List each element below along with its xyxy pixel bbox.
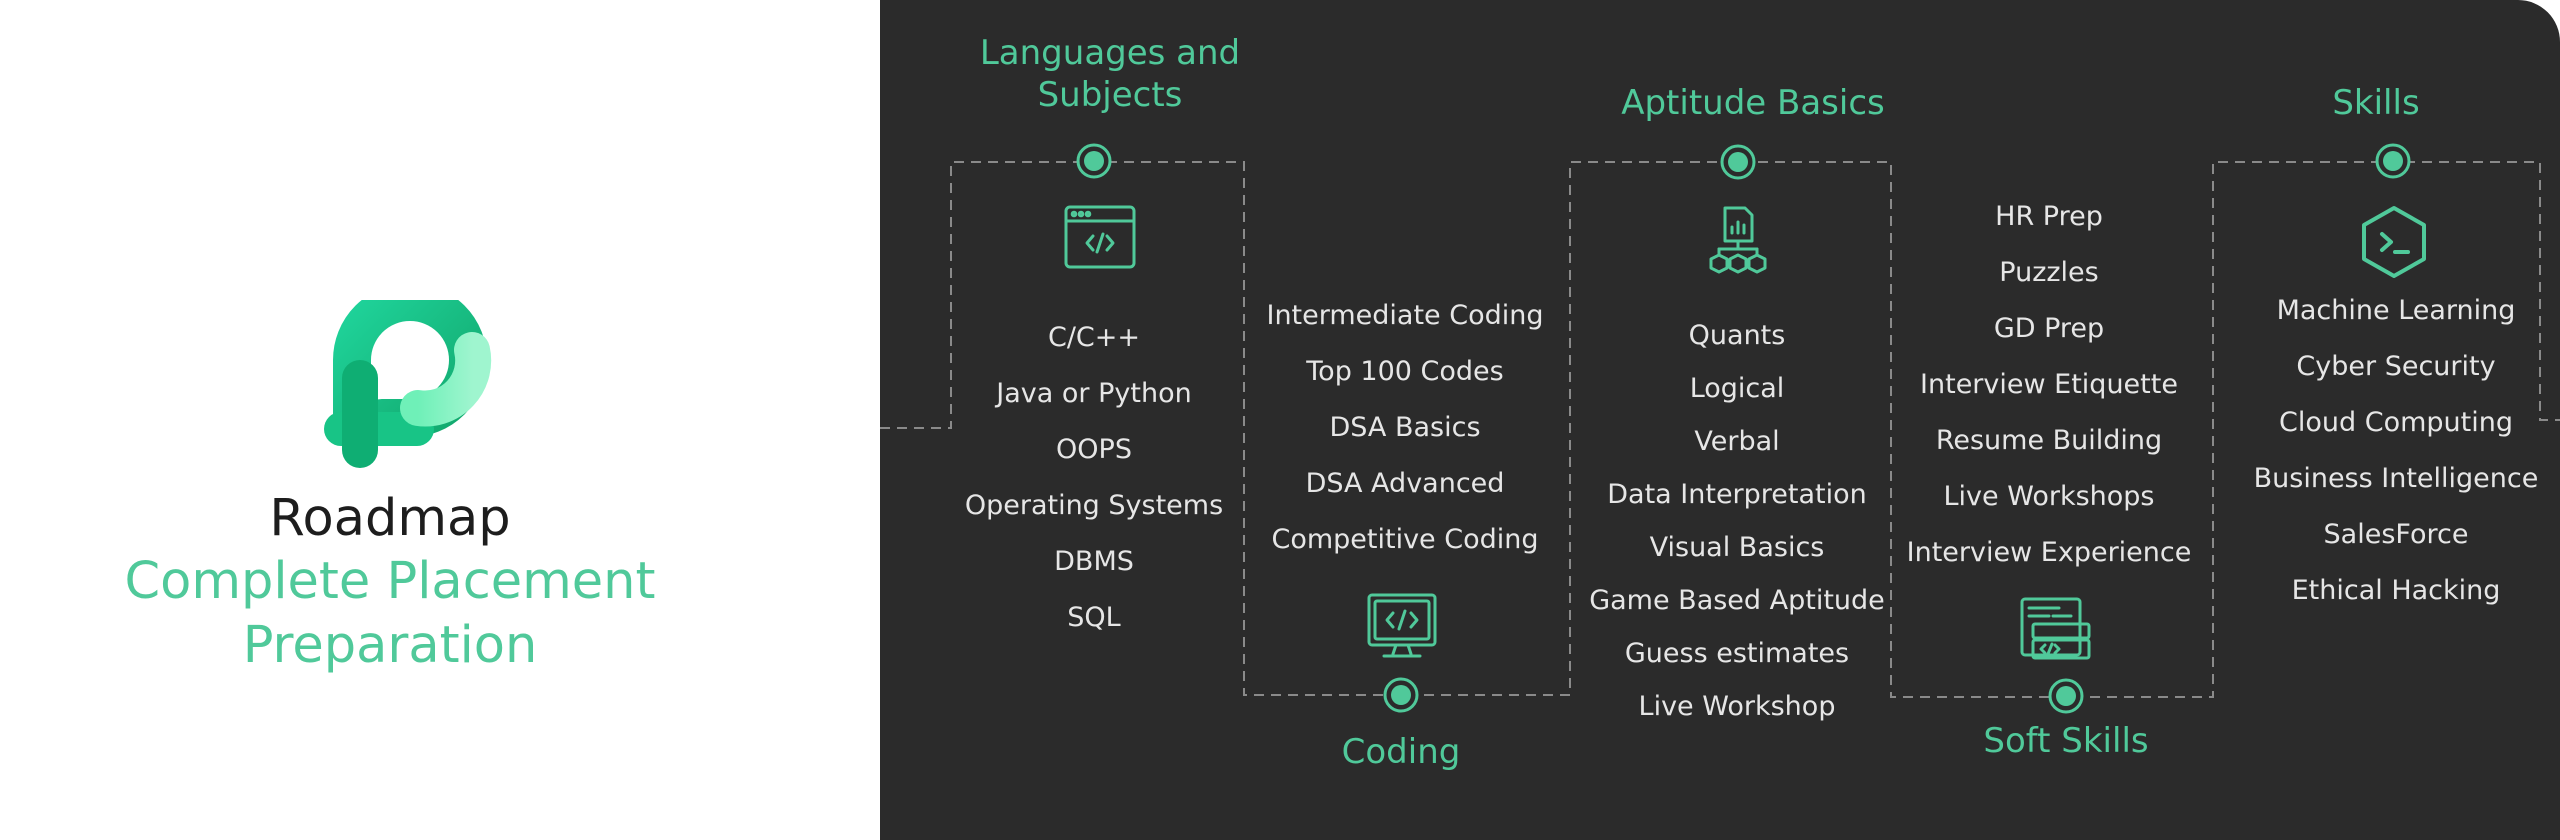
list-item: DBMS [1054,546,1134,577]
list-item: Java or Python [996,378,1192,409]
list-item: Cyber Security [2296,351,2496,382]
heading-soft-skills: Soft Skills [1983,721,2149,761]
list-item: Top 100 Codes [1306,356,1504,387]
list-item: Intermediate Coding [1266,300,1544,331]
list-item: Machine Learning [2276,295,2516,326]
list-item: Cloud Computing [2279,407,2513,438]
list-item: Interview Experience [1906,537,2192,568]
list-item: C/C++ [1047,322,1141,353]
list-item: Logical [1689,373,1785,404]
list-item: Puzzles [1999,257,2099,288]
list-item: DSA Basics [1329,412,1481,443]
brand-subtitle-line1: Complete Placement [124,552,656,611]
list-item: Guess estimates [1624,638,1850,669]
heading-languages-line1: Languages and [979,33,1241,73]
list-item: SQL [1067,602,1121,633]
list-item: Live Workshops [1943,481,2155,512]
brand-subtitle-line2: Preparation [242,616,538,675]
list-item: SalesForce [2323,519,2469,550]
list-item: Interview Etiquette [1920,369,2178,400]
roadmap-logo-icon [324,300,492,468]
list-item: Competitive Coding [1271,524,1539,555]
brand-title: Roadmap [269,489,511,548]
heading-languages: Languages and Subjects [960,32,1260,116]
list-item: GD Prep [1993,313,2105,344]
brand-area: Roadmap Complete Placement Preparation [0,0,880,840]
code-window-icon [1064,205,1136,269]
list-item: Business Intelligence [2253,463,2539,494]
list-item: HR Prep [1995,201,2103,232]
list-item: Operating Systems [964,490,1224,521]
monitor-code-icon [1367,593,1437,658]
heading-coding: Coding [1341,732,1461,772]
list-item: Verbal [1694,426,1780,457]
list-item: Visual Basics [1649,532,1825,563]
list-item: Quants [1688,320,1786,351]
list-item: Ethical Hacking [2291,575,2501,606]
list-item: DSA Advanced [1305,468,1505,499]
brand-subtitle: Complete Placement Preparation [0,550,780,678]
terminal-hexagon-icon [2362,206,2426,278]
code-document-icon [2020,597,2091,660]
heading-aptitude: Aptitude Basics [1621,83,1885,123]
list-item: Game Based Aptitude [1589,585,1885,616]
list-item: Live Workshop [1638,691,1836,722]
heading-skills: Skills [2332,83,2420,123]
list-item: Resume Building [1935,425,2163,456]
data-analytics-icon [1709,206,1767,274]
heading-languages-line2: Subjects [1037,75,1183,115]
list-item: OOPS [1056,434,1132,465]
list-item: Data Interpretation [1607,479,1867,510]
